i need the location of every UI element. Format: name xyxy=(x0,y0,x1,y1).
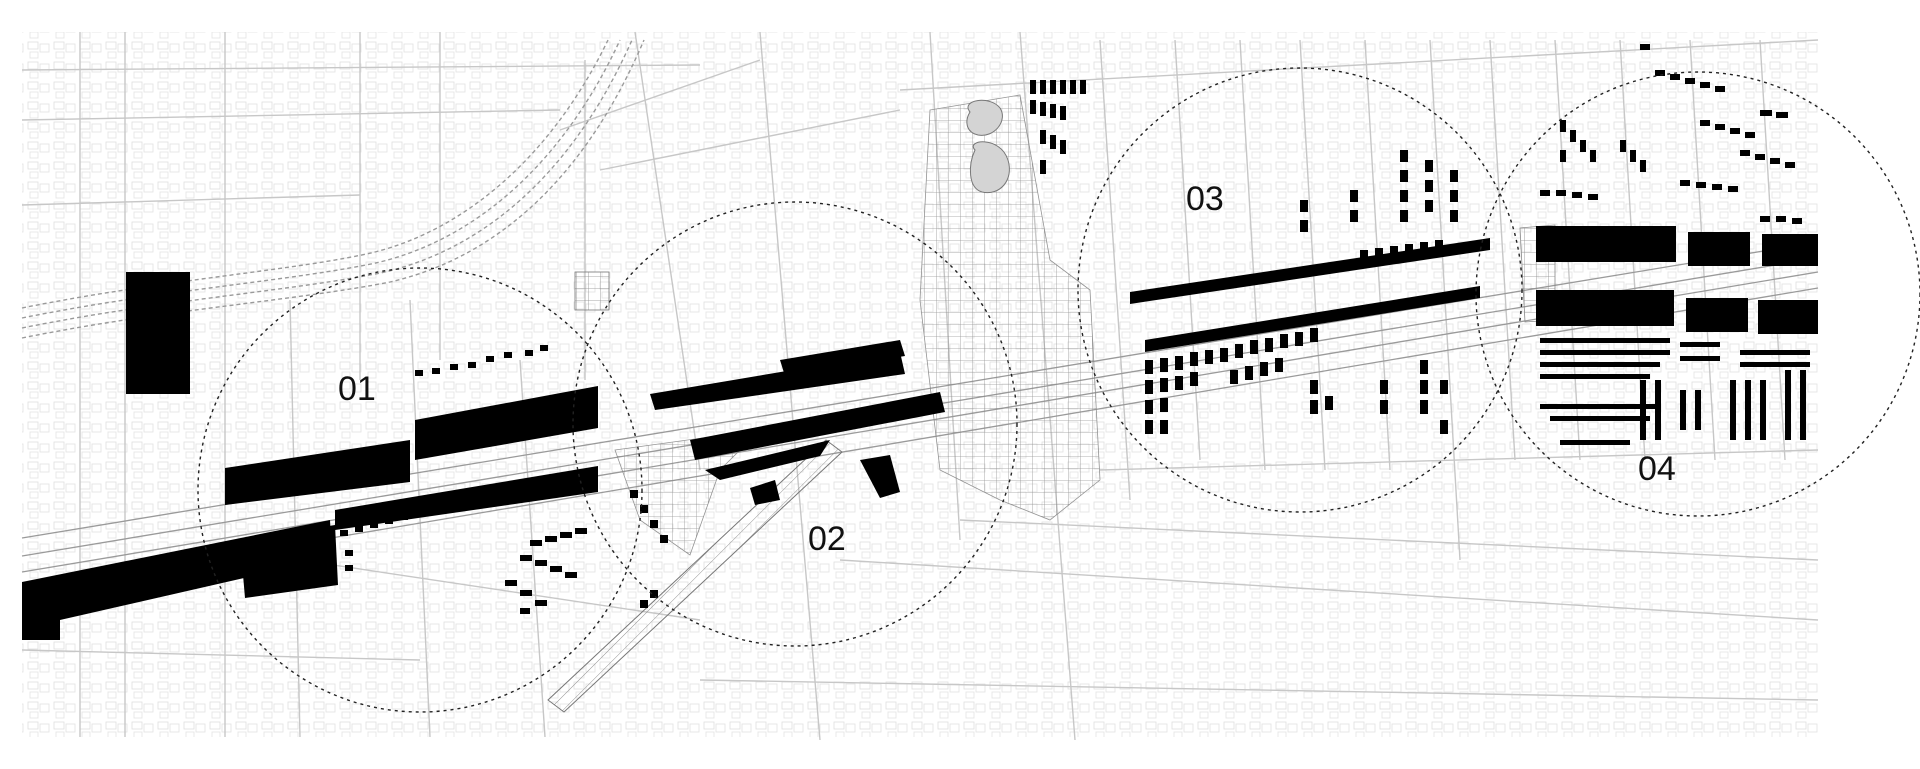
buildings-zone-03 xyxy=(1030,80,1458,434)
buildings-zone-04 xyxy=(1540,44,1810,445)
zone-label-04: 04 xyxy=(1638,450,1676,488)
zone-02-circle xyxy=(572,201,1018,647)
buildings-zone-01 xyxy=(340,345,668,614)
zone-01-circle xyxy=(197,267,643,713)
corridor-buildings xyxy=(22,226,1818,640)
zone-labels: 01 02 03 04 xyxy=(338,180,1676,558)
zone-04-circle xyxy=(1475,71,1920,517)
zone-label-01: 01 xyxy=(338,370,376,408)
zone-circles xyxy=(197,67,1920,713)
hatched-spur xyxy=(547,439,843,713)
zone-label-03: 03 xyxy=(1186,180,1224,218)
zone-label-02: 02 xyxy=(808,520,846,558)
background-parcels xyxy=(22,32,1818,737)
zone-03-circle xyxy=(1077,67,1523,513)
